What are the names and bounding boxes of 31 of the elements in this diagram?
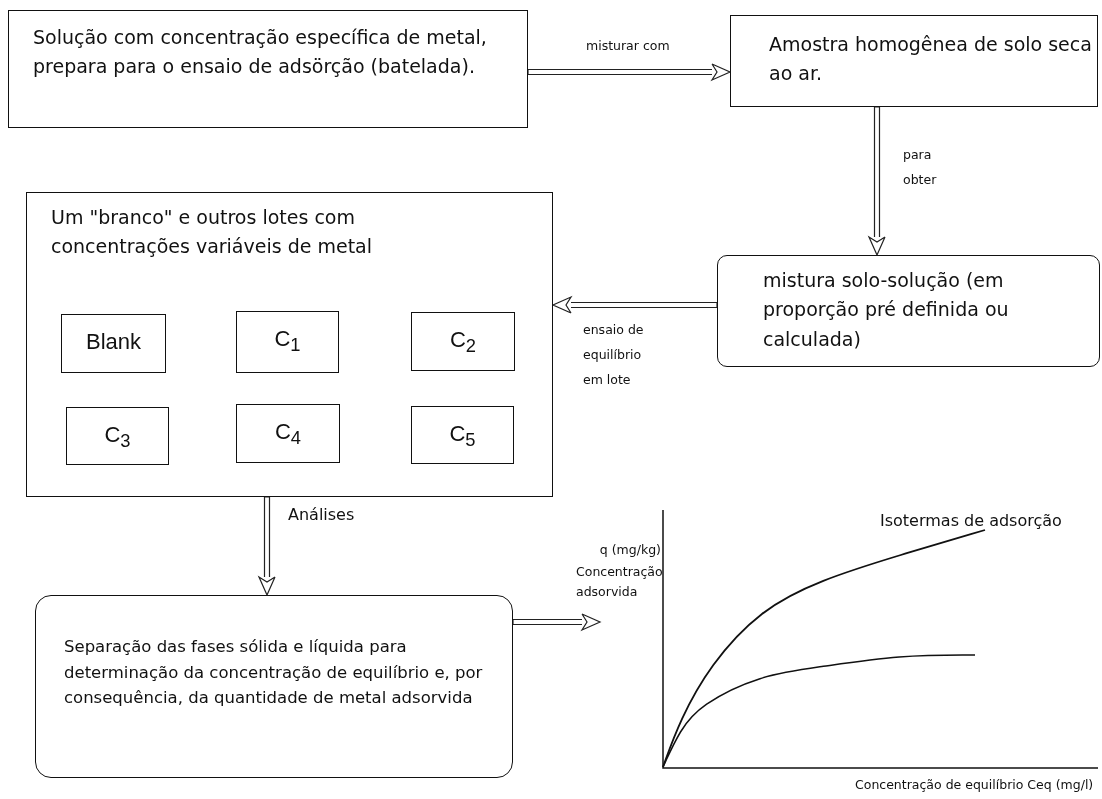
process-box: [730, 15, 1098, 107]
double-line-arrow: [527, 63, 732, 82]
double-line-arrow: [551, 295, 718, 314]
node-text: Solução com concentração específica de metal, prepara para o ensaio de adsörção (batelada).: [33, 25, 488, 80]
double-line-arrow: [512, 613, 602, 632]
node-text: Separação das fases sólida e líquida para determinação da concentração de equilíbrio e, por consequência, da quantidade de metal adsorvida: [64, 636, 484, 710]
node-text: Amostra homogênea de solo seca ao ar.: [769, 32, 1093, 87]
chart-title: Isotermas de adsorção: [880, 510, 1063, 532]
double-line-arrow: [867, 106, 886, 257]
batch-label: Blank: [84, 329, 142, 355]
batch-box: [61, 314, 166, 373]
batch-box: [411, 406, 514, 464]
batch-box: [66, 407, 169, 465]
batch-label: C$_{5}$: [448, 421, 477, 453]
batch-label: C$_{3}$: [103, 422, 132, 454]
axis-label: Concentração de equilíbrio Ceq (mg/l): [855, 776, 1095, 794]
batch-box: [411, 312, 515, 371]
batch-label: C$_{4}$: [273, 419, 303, 451]
batch-label: C$_{2}$: [448, 327, 478, 359]
process-box-rounded: [717, 255, 1100, 367]
node-text: mistura solo-solução (em proporção pré definida ou calculada): [763, 268, 1010, 352]
axis-label: q (mg/kg): [598, 541, 661, 559]
process-box: [26, 192, 553, 497]
process-box-rounded: [35, 595, 513, 778]
axis-label: Concentração adsorvida: [576, 563, 662, 601]
batch-box: [236, 404, 340, 463]
node-text: Um "branco" e outros lotes com concentrações variáveis de metal: [51, 205, 374, 260]
batch-box: [236, 311, 339, 373]
process-box: [8, 10, 528, 128]
batch-label: C$_{1}$: [273, 326, 302, 358]
double-line-arrow: [257, 496, 276, 597]
